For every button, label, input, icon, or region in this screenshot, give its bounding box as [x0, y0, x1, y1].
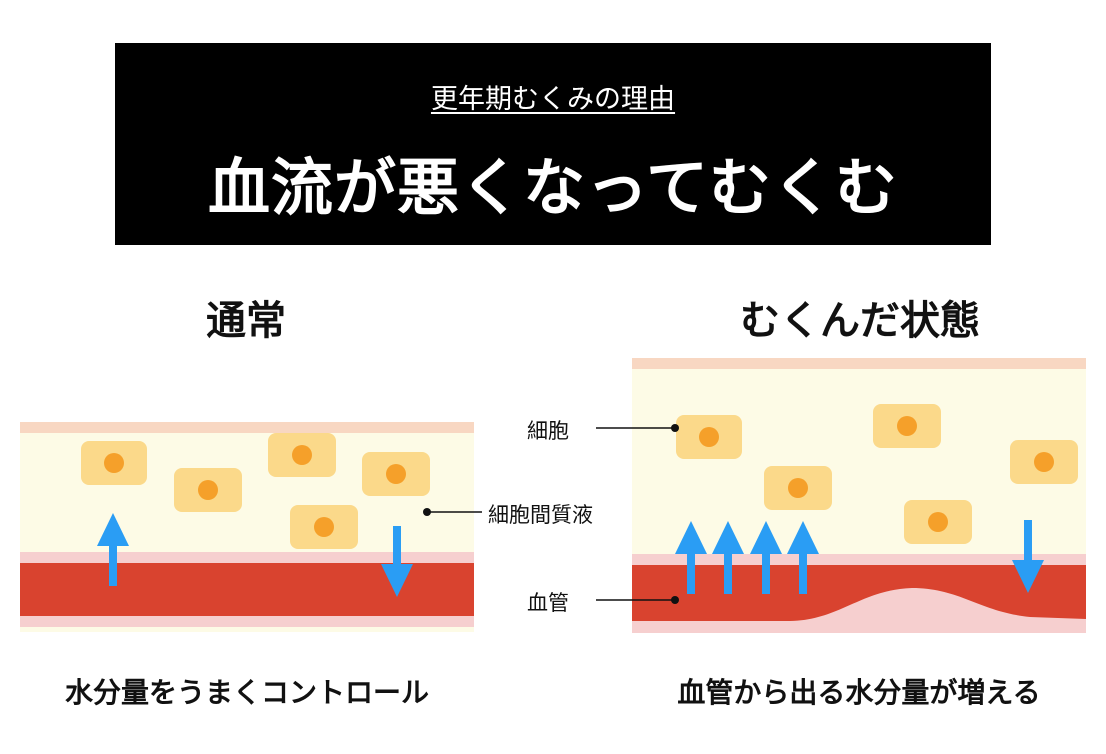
- vessel-wall-top: [632, 554, 1086, 565]
- left-panel-heading: 通常: [206, 298, 286, 344]
- banner-subtitle: 更年期むくみの理由: [430, 84, 676, 115]
- swollen-state-diagram: [632, 358, 1086, 633]
- skin-band: [20, 422, 474, 433]
- arrow-down-icon: [1012, 520, 1044, 593]
- right-panel-caption: 血管から出る水分量が増える: [677, 676, 1041, 709]
- cell: [1010, 440, 1078, 484]
- cell: [764, 466, 832, 510]
- normal-state-diagram: [20, 422, 474, 632]
- cell: [290, 505, 358, 549]
- vessel-wall-bottom: [20, 616, 474, 627]
- cell-leader-dot: [671, 424, 679, 432]
- interstitial-leader-dot: [423, 508, 431, 516]
- cell-label: 細胞: [527, 419, 569, 443]
- interstitial-fluid-label: 細胞間質液: [488, 503, 593, 527]
- right-panel-heading: むくんだ状態: [740, 298, 980, 344]
- leader-lines: [423, 424, 679, 604]
- arrow-up-icon: [97, 513, 129, 586]
- vessel-wall-top: [20, 552, 474, 563]
- arrow-up-icon: [675, 521, 707, 594]
- cell: [174, 468, 242, 512]
- arrow-up-icon: [750, 521, 782, 594]
- banner-title: 血流が悪くなってむくむ: [208, 151, 898, 224]
- left-panel-caption: 水分量をうまくコントロール: [64, 676, 429, 709]
- cell: [81, 441, 147, 485]
- arrow-up-icon: [787, 521, 819, 594]
- skin-band: [632, 358, 1086, 369]
- title-banner: 更年期むくみの理由 血流が悪くなってむくむ: [115, 43, 991, 245]
- cell: [873, 404, 941, 448]
- blood-vessel-label: 血管: [527, 591, 569, 615]
- cell: [268, 433, 336, 477]
- vessel-leader-dot: [671, 596, 679, 604]
- arrow-down-icon: [381, 526, 413, 597]
- cell: [362, 452, 430, 496]
- arrow-up-icon: [712, 521, 744, 594]
- cell: [904, 500, 972, 544]
- vessel-swelling: [632, 588, 1086, 633]
- cell: [676, 415, 742, 459]
